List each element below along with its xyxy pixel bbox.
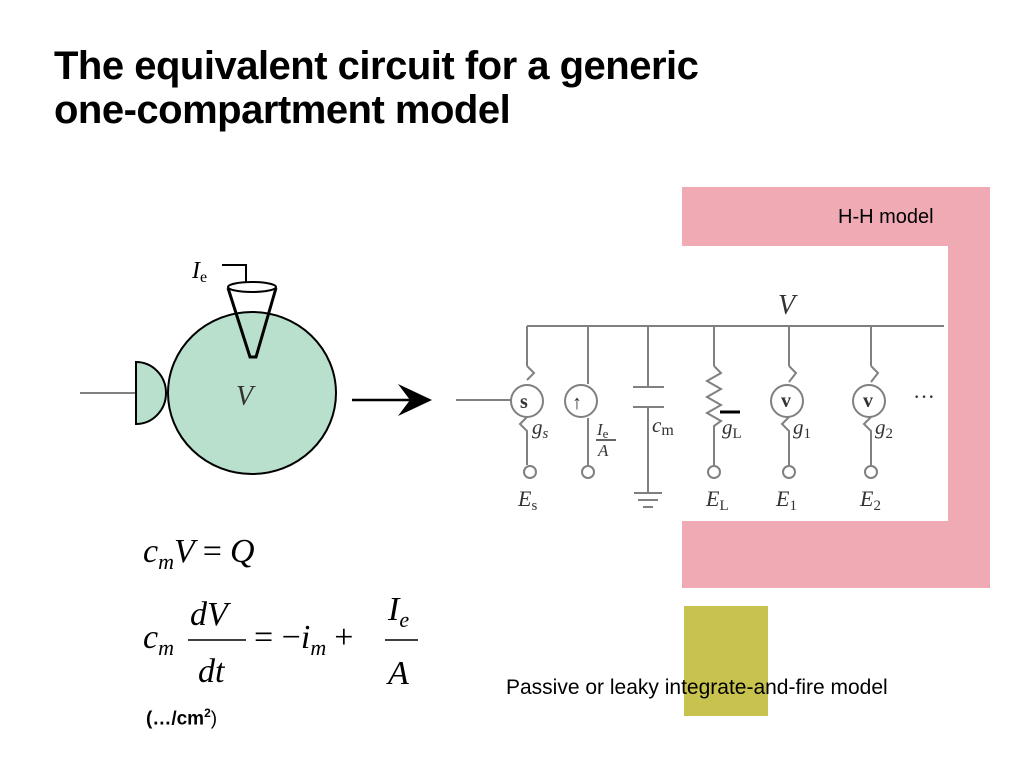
synaptic-branch bbox=[510, 326, 544, 479]
integrate-fire-block bbox=[684, 606, 768, 716]
passive-model-label: Passive or leaky integrate-and-fire mode… bbox=[506, 676, 888, 699]
equivalence-arrow bbox=[352, 384, 432, 416]
equations: cmV=Q cm dV dt = −im+ Ie A bbox=[143, 533, 418, 692]
equivalent-circuit bbox=[456, 325, 944, 508]
units-note: (…/cm2) bbox=[146, 706, 217, 730]
injected-current-label: Ie bbox=[191, 258, 207, 286]
gs-label: gs bbox=[532, 415, 549, 442]
units-prefix: (…/cm bbox=[146, 708, 205, 730]
dendrite-cap bbox=[135, 360, 167, 426]
slide-title: The equivalent circuit for a generic one… bbox=[54, 44, 699, 132]
current-arrow-symbol: ↑ bbox=[572, 392, 582, 414]
eq2-ie: Ie bbox=[387, 591, 409, 632]
channel-2-symbol: v bbox=[863, 390, 873, 412]
neuron-model: Ie V bbox=[80, 258, 337, 475]
e1-label: E1 bbox=[775, 486, 797, 514]
cm-label: cm bbox=[652, 413, 674, 439]
current-source-branch bbox=[564, 326, 598, 479]
eq2-rhs: = −im+ bbox=[254, 619, 353, 660]
eq2-dt: dt bbox=[198, 653, 226, 690]
el-label: EL bbox=[705, 486, 729, 514]
g1-label: g1 bbox=[793, 415, 811, 442]
title-line-1: The equivalent circuit for a generic bbox=[54, 44, 699, 88]
electrode-top bbox=[227, 281, 277, 293]
g2-label: g2 bbox=[875, 415, 893, 442]
eq2-a: A bbox=[386, 655, 409, 692]
synapse-symbol: s bbox=[520, 391, 528, 413]
channel-1-branch bbox=[770, 326, 804, 479]
units-suffix: ) bbox=[210, 708, 218, 730]
gl-label: gL bbox=[722, 415, 742, 442]
capacitor-branch bbox=[633, 326, 664, 508]
soma bbox=[167, 311, 337, 475]
circuit-labels: V ··· s gs Es ↑ Ie A cm gL EL v g1 E1 v … bbox=[517, 290, 935, 514]
es-label: Es bbox=[517, 486, 537, 514]
ie-over-a-denominator: A bbox=[597, 441, 609, 460]
neuron-voltage-label: V bbox=[236, 381, 256, 412]
electrode-lead bbox=[222, 264, 247, 283]
electrode bbox=[226, 287, 278, 359]
units-exponent: 2 bbox=[204, 706, 211, 720]
ellipsis: ··· bbox=[913, 384, 935, 409]
rail-voltage-label: V bbox=[778, 290, 798, 321]
leak-resistor-branch bbox=[704, 326, 740, 479]
equation-charge: cmV=Q bbox=[143, 533, 255, 574]
eq2-cm: cm bbox=[143, 619, 174, 660]
ie-over-a-numerator: Ie bbox=[596, 420, 609, 441]
eq2-dv: dV bbox=[190, 596, 232, 633]
channel-2-branch bbox=[852, 326, 886, 479]
channel-1-symbol: v bbox=[781, 390, 791, 412]
title-line-2: one-compartment model bbox=[54, 88, 511, 132]
e2-label: E2 bbox=[859, 486, 881, 514]
hh-model-label: H-H model bbox=[838, 206, 934, 228]
